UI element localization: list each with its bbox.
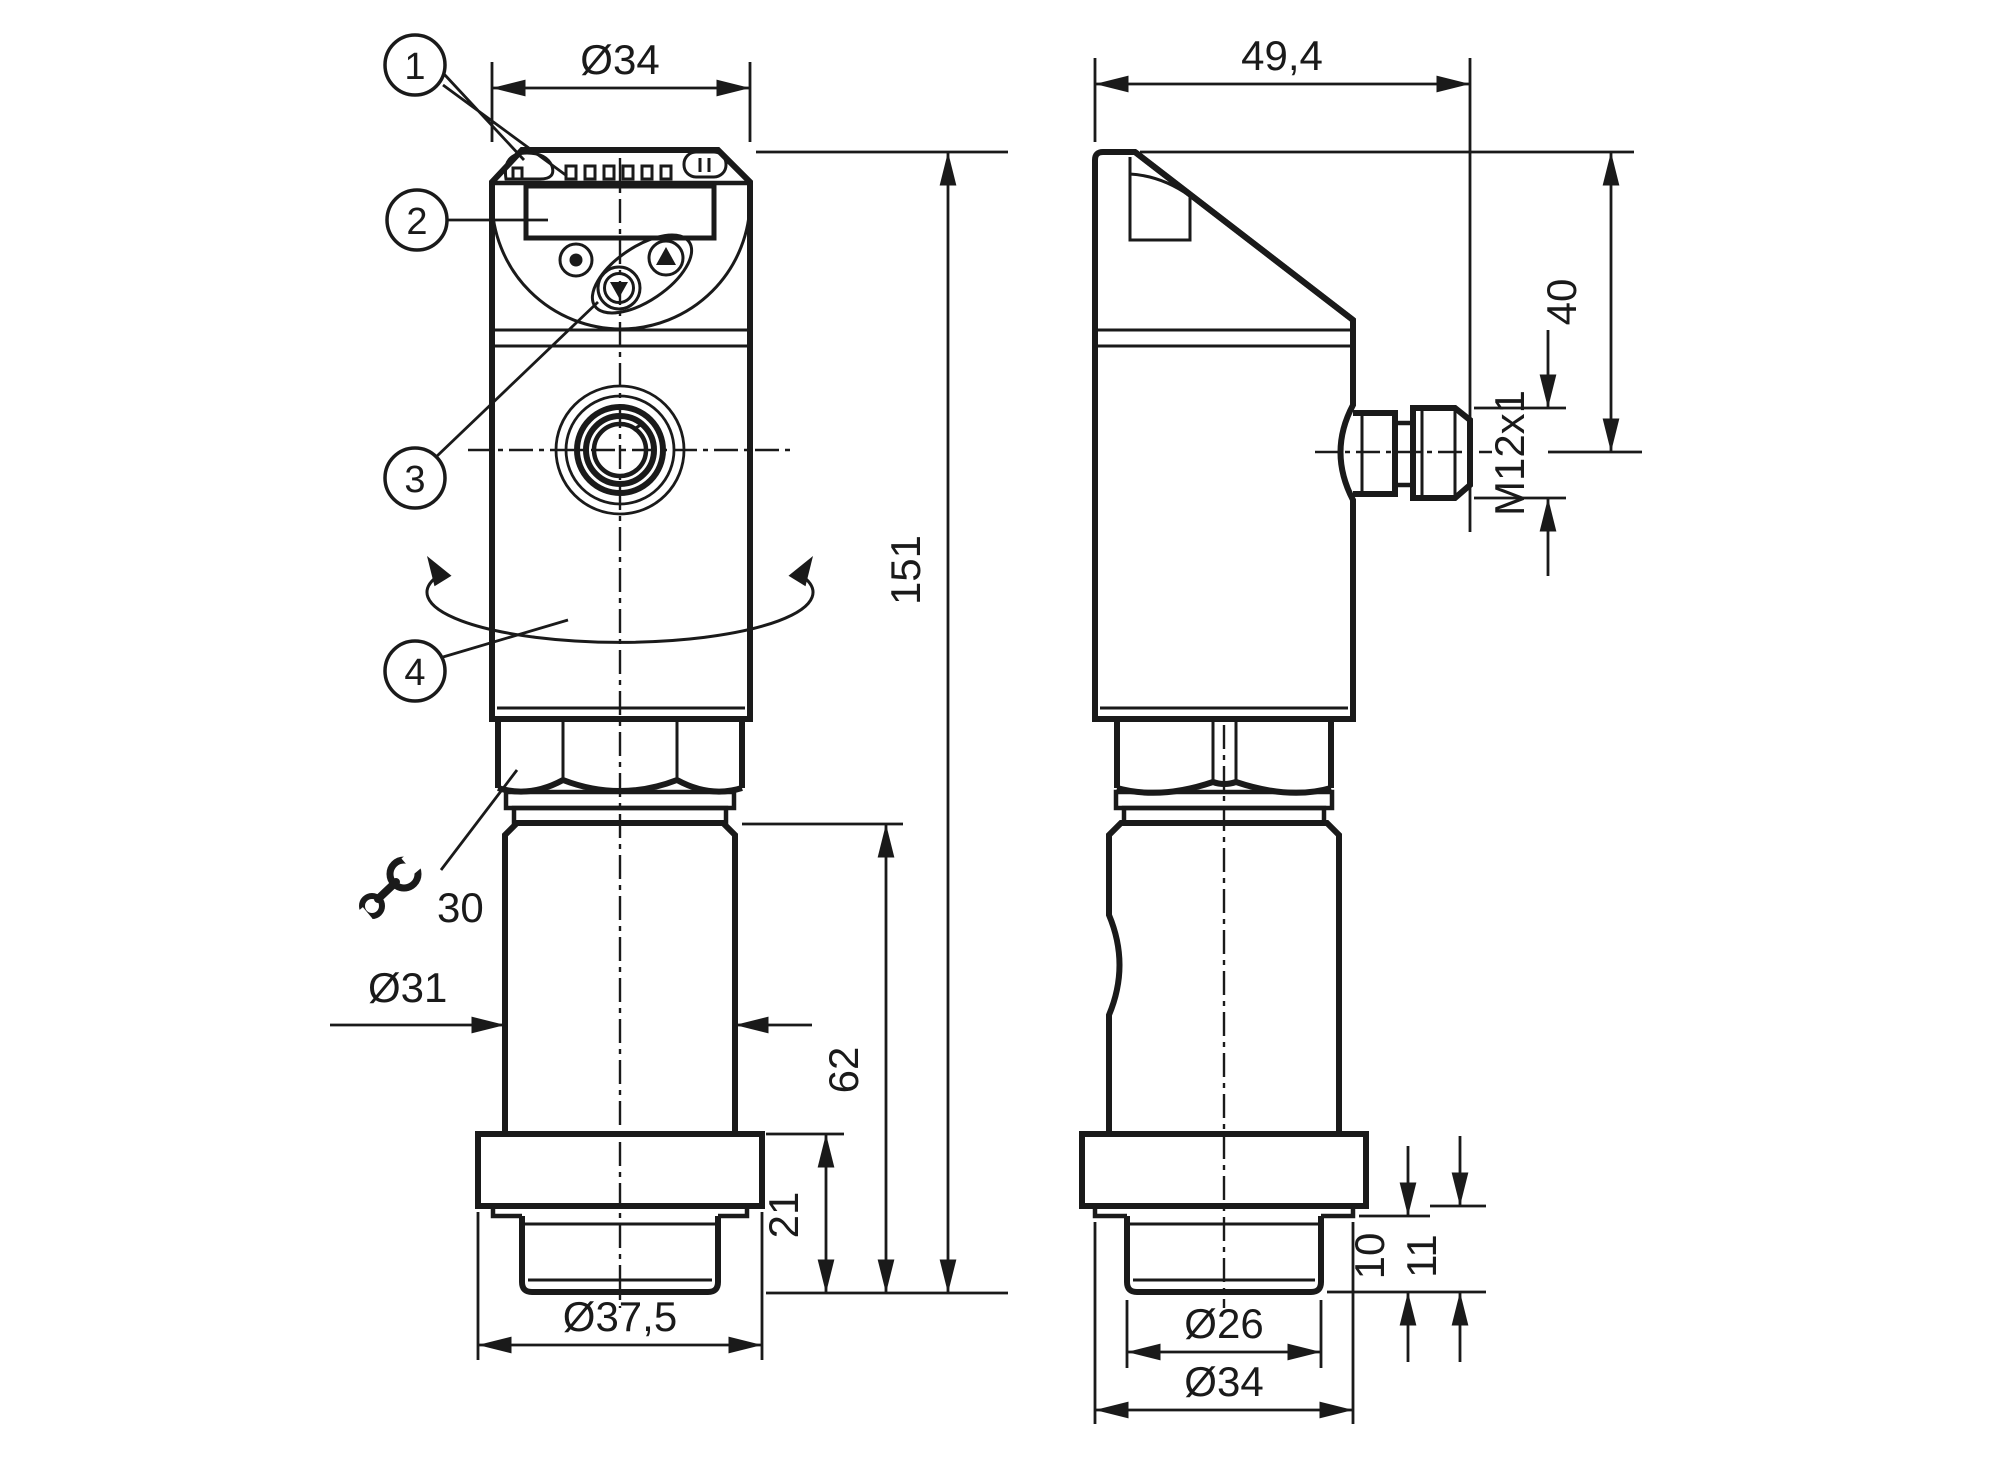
callout-2: 2	[385, 188, 548, 252]
dim-label-flange-height: 21	[760, 1192, 807, 1239]
dim-label-body-diameter: Ø31	[368, 964, 447, 1011]
dim-label-head-diameter: Ø34	[580, 36, 659, 83]
callout-4-leader	[442, 618, 569, 659]
dim-label-step-diameter: Ø34	[1184, 1358, 1263, 1405]
dim-label-lower-length: 62	[820, 1047, 867, 1094]
led-row	[564, 164, 673, 181]
callout-4: 4	[383, 618, 569, 703]
front-lip	[490, 1206, 750, 1219]
port-keyway	[633, 421, 645, 431]
side-display-window	[1128, 157, 1192, 242]
callout-3-label: 3	[404, 459, 425, 501]
up-arrow-icon	[656, 247, 676, 265]
dim-height-ticks	[742, 150, 1008, 1295]
dim-label-flange-diameter: Ø37,5	[563, 1293, 677, 1340]
side-lip	[1092, 1206, 1356, 1219]
front-dimensions: Ø34 151 62 21 Ø37,5 Ø31 3	[330, 33, 1008, 1360]
side-body-outline	[1092, 149, 1356, 722]
up-button-icon	[647, 239, 685, 277]
enter-button-icon	[558, 242, 594, 278]
callout-4-label: 4	[404, 652, 425, 694]
led-window-left-tab	[511, 166, 524, 181]
callout-1-label: 1	[404, 46, 425, 88]
wrench-icon	[352, 848, 427, 928]
dim-label-wrench-size: 30	[437, 884, 484, 931]
wrench-leader	[439, 769, 519, 871]
led-window-right-tabs	[698, 158, 711, 172]
side-seam-lines	[1095, 328, 1353, 348]
callout-1-leaders	[442, 73, 568, 178]
callout-3: 3	[383, 300, 599, 510]
dim-label-step-outer: 11	[1398, 1234, 1445, 1278]
callout-1: 1	[383, 33, 568, 178]
dim-head-diameter-ext	[490, 62, 752, 142]
callout-2-label: 2	[406, 201, 427, 243]
led-window-right	[682, 150, 728, 179]
dim-label-thread: M12x1	[1486, 390, 1533, 516]
side-slope-edge	[1133, 149, 1355, 323]
dim-label-depth: 49,4	[1241, 32, 1323, 79]
dim-depth-ext	[1093, 58, 1472, 532]
dim-flange-diameter-ext	[476, 1212, 764, 1360]
side-view	[1079, 149, 1634, 1308]
front-view	[468, 147, 792, 1308]
side-dimensions: 49,4 40 M12x1 10 11 Ø26 Ø34	[1093, 32, 1642, 1424]
down-button-outer	[596, 265, 642, 311]
dim-label-plug-diameter: Ø26	[1184, 1300, 1263, 1347]
rotation-arrow	[425, 556, 815, 644]
callout-3-leader	[435, 300, 599, 459]
dim-label-total-height: 151	[882, 535, 929, 605]
enter-button-dot	[569, 253, 583, 267]
led-window-left	[503, 151, 555, 181]
dim-step-diameter-ext	[1093, 1222, 1355, 1424]
dim-label-connector-height: 40	[1538, 279, 1585, 326]
